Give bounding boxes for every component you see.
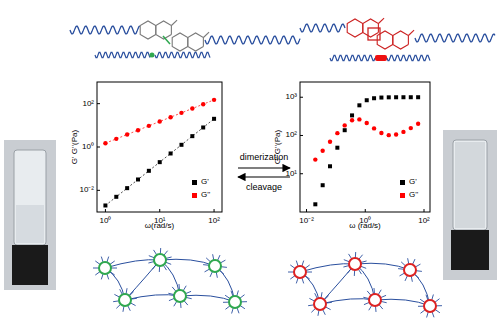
tick-label: 10⁰ (82, 143, 94, 152)
data-points (313, 95, 420, 206)
tick-label: 10³ (285, 93, 297, 102)
reaction-label: cleavage (246, 183, 282, 193)
tick-label: 10² (418, 217, 430, 226)
reaction-arrow (238, 167, 290, 168)
tick-label: 10⁰ (99, 217, 111, 226)
tick-label: 10² (82, 99, 94, 108)
legend-text: G'' (201, 191, 210, 200)
tick-label: 10⁰ (359, 217, 371, 226)
axis-title: G' G''(Pa) (274, 130, 283, 164)
tick-label: 10⁻² (79, 186, 94, 195)
legend-swatch (192, 193, 197, 198)
tick-label: 10⁻² (299, 217, 314, 226)
reaction-arrow (238, 176, 290, 177)
axis-title: G' G''(Pa) (71, 130, 80, 164)
network-cartoon (93, 248, 247, 313)
legend-text: G' (201, 178, 209, 187)
legend-swatch (400, 193, 405, 198)
network-cartoon (288, 252, 442, 317)
legend-text: G' (409, 178, 417, 187)
tick-label: 10² (285, 131, 297, 140)
plot-frame (97, 82, 222, 212)
plot-frame (300, 82, 430, 212)
vial-photo (443, 130, 497, 280)
vial-photo (4, 140, 56, 290)
tick-label: 10² (208, 217, 220, 226)
legend-swatch (192, 180, 197, 185)
tick-label: 10¹ (154, 217, 166, 226)
data-points (103, 98, 216, 208)
tick-label: 10¹ (285, 169, 297, 178)
legend-text: G'' (409, 191, 418, 200)
legend-swatch (400, 180, 405, 185)
polymer-chains (70, 18, 495, 61)
